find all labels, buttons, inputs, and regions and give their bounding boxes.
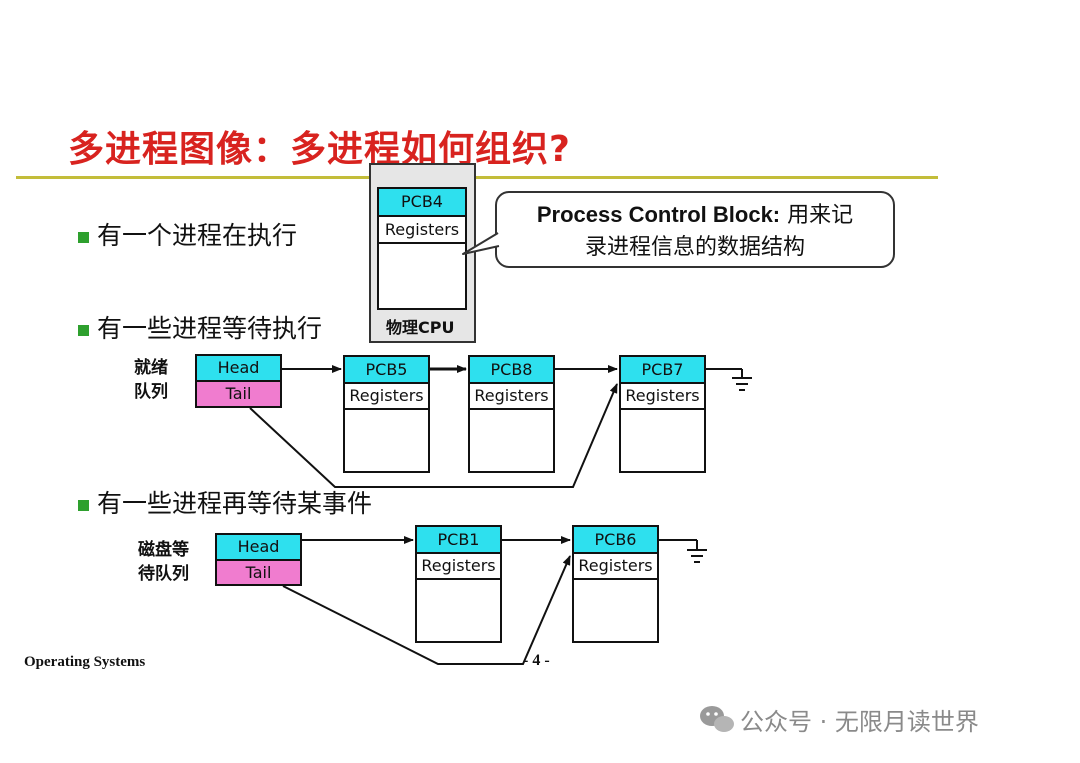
pcb-registers: Registers (379, 217, 465, 244)
ground-icon (732, 369, 752, 391)
callout-pointer (462, 232, 500, 255)
ready-queue-label-line1: 就绪 (134, 358, 168, 378)
pcb-registers: Registers (574, 554, 657, 580)
title-divider (16, 176, 938, 179)
pcb-block: PCB6 Registers (572, 525, 659, 643)
pcb-callout: Process Control Block: 用来记 录进程信息的数据结构 (495, 191, 895, 268)
queue-tail: Tail (197, 382, 280, 406)
queue-tail: Tail (217, 561, 300, 584)
disk-queue-head-tail: Head Tail (215, 533, 302, 586)
queue-head: Head (197, 356, 280, 382)
ready-queue-head-tail: Head Tail (195, 354, 282, 408)
pcb-name: PCB5 (345, 357, 428, 384)
bullet-item: 有一些进程等待执行 (78, 309, 322, 345)
bullet-text: 有一些进程等待执行 (97, 314, 323, 343)
bullet-text: 有一个进程在执行 (97, 221, 298, 250)
pcb-name: PCB7 (621, 357, 704, 384)
pcb-registers: Registers (417, 554, 500, 580)
disk-queue-label: 磁盘等 待队列 (138, 538, 189, 586)
bullet-item: 有一个进程在执行 (78, 216, 297, 252)
disk-queue-label-line1: 磁盘等 (138, 540, 189, 560)
pcb-name: PCB8 (470, 357, 553, 384)
callout-line1: 用来记 (780, 203, 854, 228)
ready-queue-label-line2: 队列 (134, 382, 168, 402)
pcb-name: PCB4 (379, 189, 465, 217)
pcb-block: PCB5 Registers (343, 355, 430, 473)
page-title: 多进程图像：多进程如何组织? (68, 129, 571, 170)
watermark-text: 公众号 · 无限月读世界 (740, 708, 979, 736)
pcb-name: PCB1 (417, 527, 500, 554)
wechat-logo-icon (700, 706, 734, 732)
pcb-block: PCB7 Registers (619, 355, 706, 473)
pcb-block: PCB8 Registers (468, 355, 555, 473)
ground-icon (687, 540, 707, 563)
ready-tail-pointer (249, 383, 618, 488)
pcb-registers: Registers (345, 384, 428, 410)
disk-tail-pointer (282, 555, 571, 665)
queue-head: Head (217, 535, 300, 561)
pcb-registers: Registers (621, 384, 704, 410)
bullet-item: 有一些进程再等待某事件 (78, 484, 372, 520)
bullet-square-icon (78, 325, 89, 336)
bullet-square-icon (78, 232, 89, 243)
bullet-square-icon (78, 500, 89, 511)
pcb-block-running: PCB4 Registers (377, 187, 467, 310)
callout-term: Process Control Block: (536, 202, 781, 227)
callout-line2: 录进程信息的数据结构 (584, 235, 805, 260)
pcb-block: PCB1 Registers (415, 525, 502, 643)
disk-queue-label-line2: 待队列 (138, 564, 189, 584)
page-number: - 4 - (523, 652, 550, 669)
cpu-label: 物理CPU (386, 318, 455, 337)
footer-course-name: Operating Systems (24, 654, 146, 670)
ready-queue-label: 就绪 队列 (134, 356, 168, 404)
bullet-text: 有一些进程再等待某事件 (97, 489, 373, 518)
pcb-registers: Registers (470, 384, 553, 410)
pcb-name: PCB6 (574, 527, 657, 554)
